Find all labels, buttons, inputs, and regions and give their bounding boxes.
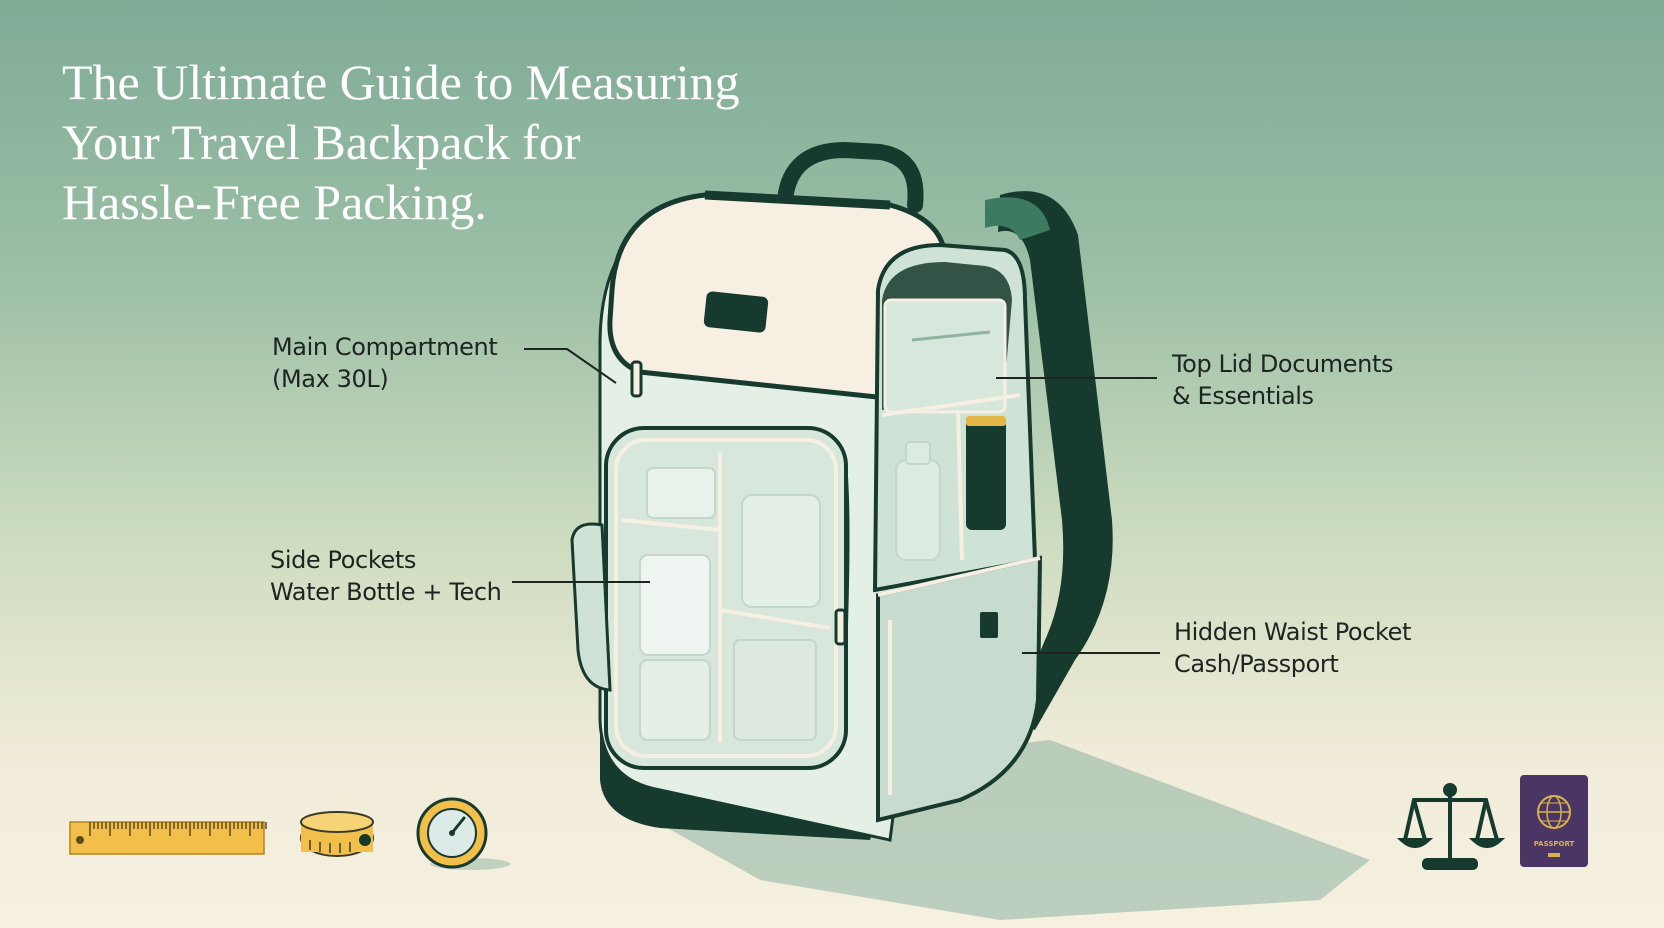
balance-scale-icon	[1396, 783, 1506, 870]
page-title: The Ultimate Guide to Measuring Your Tra…	[62, 52, 822, 232]
callout-waist-pocket: Hidden Waist Pocket Cash/Passport	[1174, 616, 1411, 680]
callout-top-lid: Top Lid Documents & Essentials	[1172, 348, 1393, 412]
passport-label: PASSPORT	[1534, 840, 1575, 848]
callout-main-compartment: Main Compartment (Max 30L)	[272, 331, 498, 395]
callout-waist-pocket-line1: Hidden Waist Pocket	[1174, 618, 1412, 646]
documents-folder	[883, 298, 1007, 414]
tape-measure-icon	[300, 811, 374, 857]
callout-side-pockets-line2: Water Bottle + Tech	[270, 578, 502, 606]
shoulder-strap	[998, 191, 1113, 730]
item-pouch	[639, 554, 711, 656]
callout-side-pockets: Side Pockets Water Bottle + Tech	[270, 544, 502, 608]
backpack-icon	[570, 141, 1113, 842]
top-lid	[607, 192, 948, 403]
dial-gauge-icon	[416, 797, 510, 870]
title-line-1: The Ultimate Guide to Measuring	[62, 54, 740, 110]
item-box	[646, 467, 716, 519]
passport-icon: PASSPORT	[1520, 775, 1588, 867]
callout-main-compartment-line2: (Max 30L)	[272, 365, 389, 393]
callout-top-lid-line1: Top Lid Documents	[1172, 350, 1394, 378]
title-line-2: Your Travel Backpack for	[62, 114, 581, 170]
left-side-pocket	[570, 522, 612, 692]
tech-pouch	[966, 420, 1006, 530]
item-case	[733, 639, 817, 741]
lid-label-patch	[703, 291, 769, 333]
waist-pocket	[876, 555, 1043, 823]
callout-side-pockets-line1: Side Pockets	[270, 546, 416, 574]
leader-main-compartment	[524, 348, 617, 384]
water-bottle	[895, 459, 941, 561]
leader-lines	[512, 348, 1160, 654]
callout-main-compartment-line1: Main Compartment	[272, 333, 498, 361]
ruler-icon	[69, 821, 267, 855]
title-line-3: Hassle-Free Packing.	[62, 174, 487, 230]
callout-top-lid-line2: & Essentials	[1172, 382, 1314, 410]
top-handle	[777, 141, 924, 213]
zipper-pull	[630, 360, 643, 398]
callout-waist-pocket-line2: Cash/Passport	[1174, 650, 1339, 678]
item-cube	[741, 494, 821, 608]
